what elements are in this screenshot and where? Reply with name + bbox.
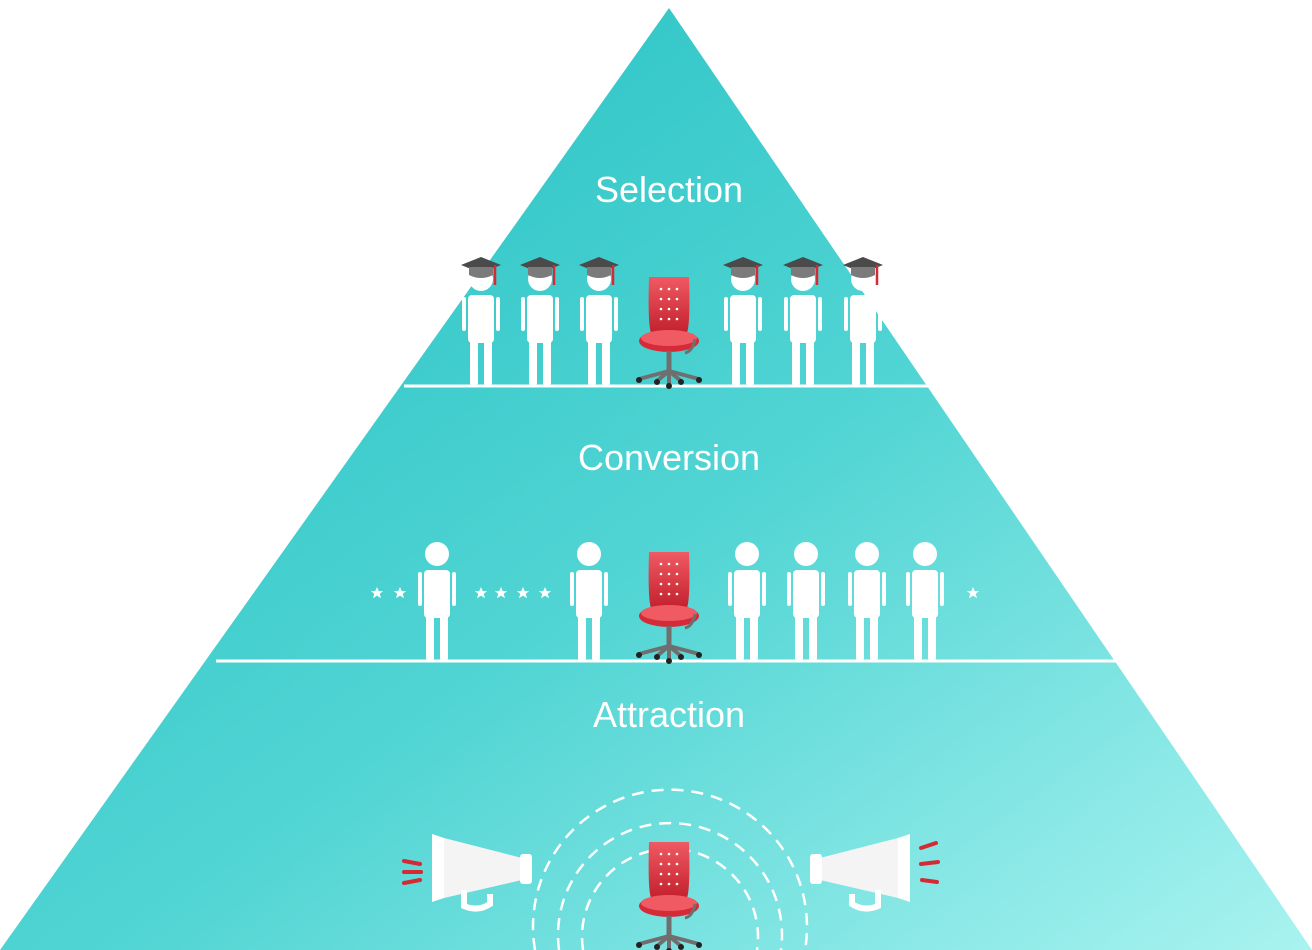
tier-label-attraction: Attraction <box>593 694 745 735</box>
attraction-figures <box>402 788 940 950</box>
sound-lines-right <box>919 841 940 884</box>
tier-label-selection: Selection <box>595 169 743 210</box>
pyramid <box>0 8 1312 950</box>
sound-lines-left <box>402 859 423 885</box>
tier-label-conversion: Conversion <box>578 437 760 478</box>
